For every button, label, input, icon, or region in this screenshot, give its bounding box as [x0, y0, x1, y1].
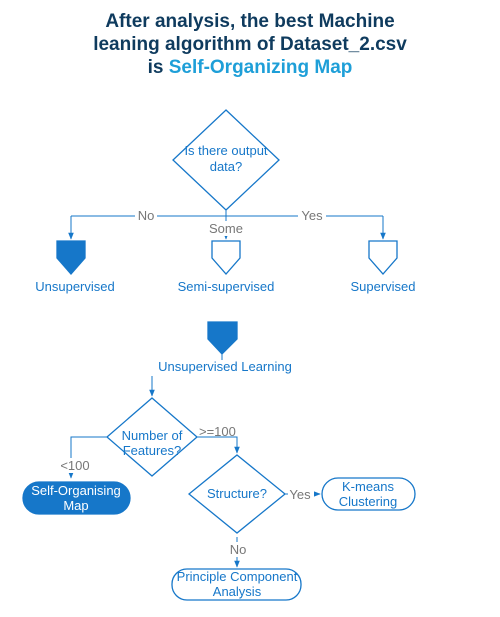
edge-label-some: Some: [205, 221, 247, 236]
title-line-3: is Self-Organizing Map: [0, 56, 500, 79]
structure-decision: Structure?: [187, 454, 287, 534]
kmeans-text-1: K-means: [342, 479, 395, 494]
pca-node: Principle Component Analysis: [171, 568, 302, 601]
edge-label-yes: Yes: [298, 208, 326, 223]
structure-text: Structure?: [207, 486, 267, 501]
semi-supervised-node: Semi-supervised: [178, 240, 275, 294]
edge-label-no-structure: No: [228, 542, 248, 557]
som-text-2: Map: [63, 498, 88, 513]
edge-label-lt100: <100: [58, 458, 92, 473]
title-prefix: is: [147, 57, 169, 78]
semi-supervised-label: Semi-supervised: [178, 279, 275, 294]
features-text-1: Number of: [122, 428, 183, 443]
pca-text-1: Principle Component: [177, 569, 298, 584]
som-text-1: Self-Organising: [31, 483, 121, 498]
features-decision: Number of Features?: [106, 397, 198, 477]
pca-text-2: Analysis: [213, 584, 262, 599]
supervised-label: Supervised: [350, 279, 415, 294]
svg-text:<100: <100: [60, 458, 89, 473]
page-title: After analysis, the best Machine leaning…: [0, 10, 500, 79]
bottom-connectors: [68, 376, 321, 568]
output-data-decision: Is there output data?: [172, 109, 280, 211]
svg-text:>=100: >=100: [199, 424, 236, 439]
unsupervised-learning-label: Unsupervised Learning: [158, 359, 292, 374]
decision-text-1: Is there output: [184, 143, 267, 158]
edge-label-yes-structure: Yes: [288, 487, 314, 502]
svg-text:No: No: [230, 542, 247, 557]
svg-text:Yes: Yes: [301, 208, 323, 223]
title-line-2: leaning algorithm of Dataset_2.csv: [93, 34, 407, 55]
svg-text:No: No: [138, 208, 155, 223]
title-line-1: After analysis, the best Machine: [105, 11, 395, 32]
decision-text-2: data?: [210, 159, 243, 174]
unsupervised-node: Unsupervised: [35, 240, 115, 294]
kmeans-text-2: Clustering: [339, 494, 398, 509]
supervised-node: Supervised: [350, 240, 416, 294]
svg-text:Some: Some: [209, 221, 243, 236]
edge-label-ge100: >=100: [199, 424, 236, 439]
unsupervised-learning-start: Unsupervised Learning: [158, 321, 292, 374]
edge-label-no: No: [135, 208, 157, 223]
unsupervised-label: Unsupervised: [35, 279, 115, 294]
features-text-2: Features?: [123, 443, 182, 458]
kmeans-node: K-means Clustering: [321, 477, 416, 511]
title-highlight: Self-Organizing Map: [168, 57, 353, 78]
svg-text:Yes: Yes: [289, 487, 311, 502]
self-organising-map-node: Self-Organising Map: [22, 481, 131, 515]
